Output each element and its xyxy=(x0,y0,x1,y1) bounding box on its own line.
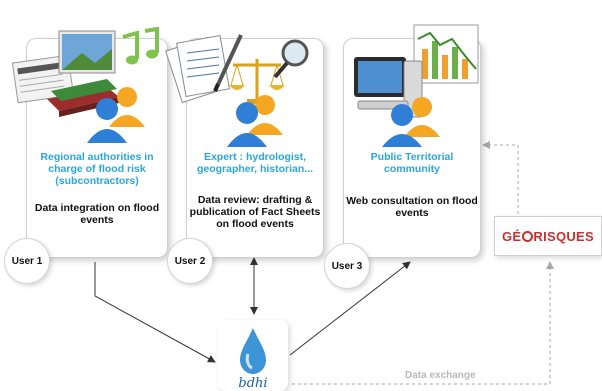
georisques-logo: GÉ RISQUES xyxy=(494,216,602,256)
arrow-data-exchange xyxy=(292,261,554,385)
role-text-3: Public Territorial community xyxy=(370,151,454,175)
panel-1-illustration xyxy=(11,26,159,143)
magnifier-icon xyxy=(273,39,309,79)
photo-icon xyxy=(58,30,116,74)
panel-3-illustration xyxy=(354,24,479,147)
documents-icon xyxy=(165,35,230,104)
computer-icon xyxy=(354,57,423,118)
person-icon xyxy=(382,97,440,147)
arrow-user1-to-hub xyxy=(94,262,216,363)
description-text-3: Web consultation on flood events xyxy=(346,195,478,219)
music-notes-icon xyxy=(122,26,159,65)
bdhi-hub: bdhi xyxy=(218,320,288,391)
person-icon xyxy=(227,95,283,147)
description-text-1: Data integration on flood events xyxy=(34,202,160,226)
user-badge-3: User 3 xyxy=(324,243,370,289)
pen-icon xyxy=(213,34,243,92)
data-exchange-label: Data exchange xyxy=(405,370,476,381)
georisques-label-end: RISQUES xyxy=(533,228,594,244)
target-icon xyxy=(522,231,534,242)
user-badge-2: User 2 xyxy=(167,238,213,284)
panel-user-2: Expert : hydrologist, geographer, histor… xyxy=(165,34,324,258)
person-icon xyxy=(87,87,145,143)
georisques-label-start: GÉ xyxy=(501,228,522,244)
arrow-hub-to-user3 xyxy=(289,261,411,356)
arrow-georisques-to-panel3 xyxy=(482,141,519,214)
user-badge-1: User 1 xyxy=(4,238,50,284)
water-drop-icon xyxy=(240,328,266,374)
role-text-1: Regional authorities in charge of flood … xyxy=(40,151,154,187)
role-text-2: Expert : hydrologist, geographer, histor… xyxy=(196,151,314,175)
scales-icon xyxy=(229,59,285,104)
panel-user-1: Regional authorities in charge of flood … xyxy=(11,26,168,258)
panel-user-3: Public Territorial community Web consult… xyxy=(343,24,481,258)
description-text-2: Data review: drafting & publication of F… xyxy=(189,194,321,230)
chart-icon xyxy=(413,24,479,84)
panel-2-illustration xyxy=(165,34,309,147)
bdhi-label: bdhi xyxy=(238,376,268,391)
